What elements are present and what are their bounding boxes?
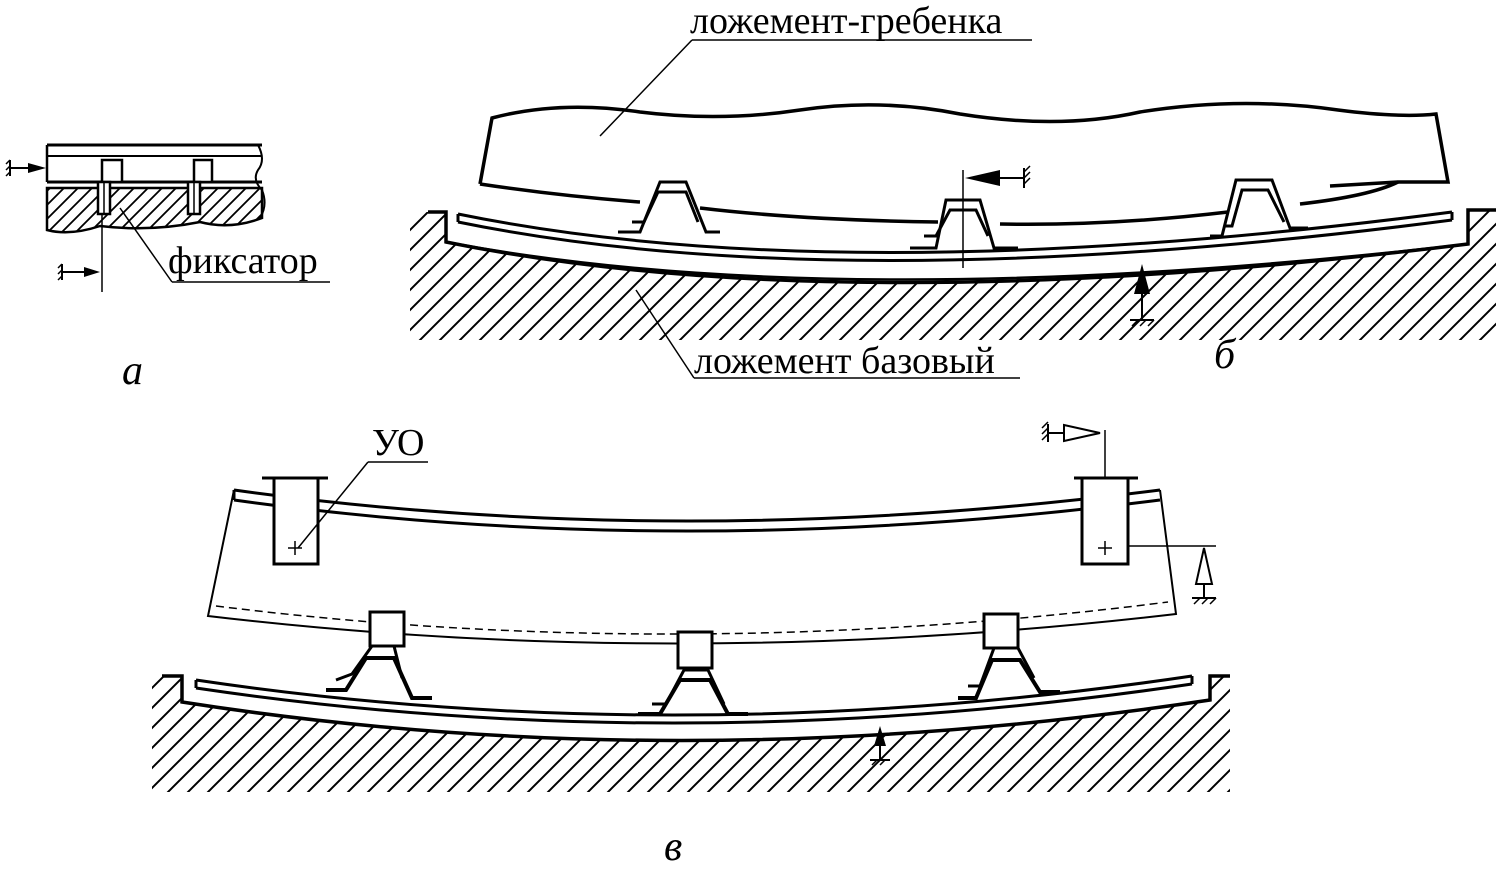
panel-a [5,143,330,292]
label-base-cradle: ложемент базовый [694,340,995,382]
panel-b-comb-tooth-right [1210,178,1308,238]
panel-a-datum-arrow-bottom [57,214,103,292]
label-fixator: фиксатор [168,240,318,282]
panel-a-datum-arrow-top [5,159,46,177]
panel-letter-a: а [122,348,143,394]
panel-b-comb-tooth-left [618,180,720,234]
label-comb-cradle: ложемент-гребенка [690,0,1003,42]
panel-a-pin-right [186,158,214,216]
panel-b-ground-hatching [410,210,1496,340]
panel-a-base-block [45,186,264,234]
panel-c-support-right [958,612,1060,700]
label-reference-hole: УО [372,422,425,464]
panel-c-base-cradle [195,674,1193,717]
panel-letter-c: в [664,824,683,870]
panel-c-holder-left [262,476,328,566]
panel-c-datum-arrow-horizontal [1041,421,1101,443]
panel-c-datum-arrow-vertical [1128,545,1217,605]
panel-c [152,421,1230,792]
panel-c-support-left [326,610,432,700]
panel-c-holder-right [1074,430,1138,566]
panel-b-comb-cradle [478,101,1451,188]
panel-b [410,39,1496,379]
panel-b-base-cradle [457,210,1453,254]
panel-letter-b: б [1214,332,1236,378]
panel-c-ground-hatching [152,676,1230,792]
panel-b-datum-arrow-vertical [1130,264,1155,327]
panel-b-datum-arrow-horizontal [965,165,1031,188]
panel-a-pin-left [96,158,124,216]
panel-c-support-center [638,630,748,716]
panel-c-datum-arrow-bottom [870,726,890,766]
